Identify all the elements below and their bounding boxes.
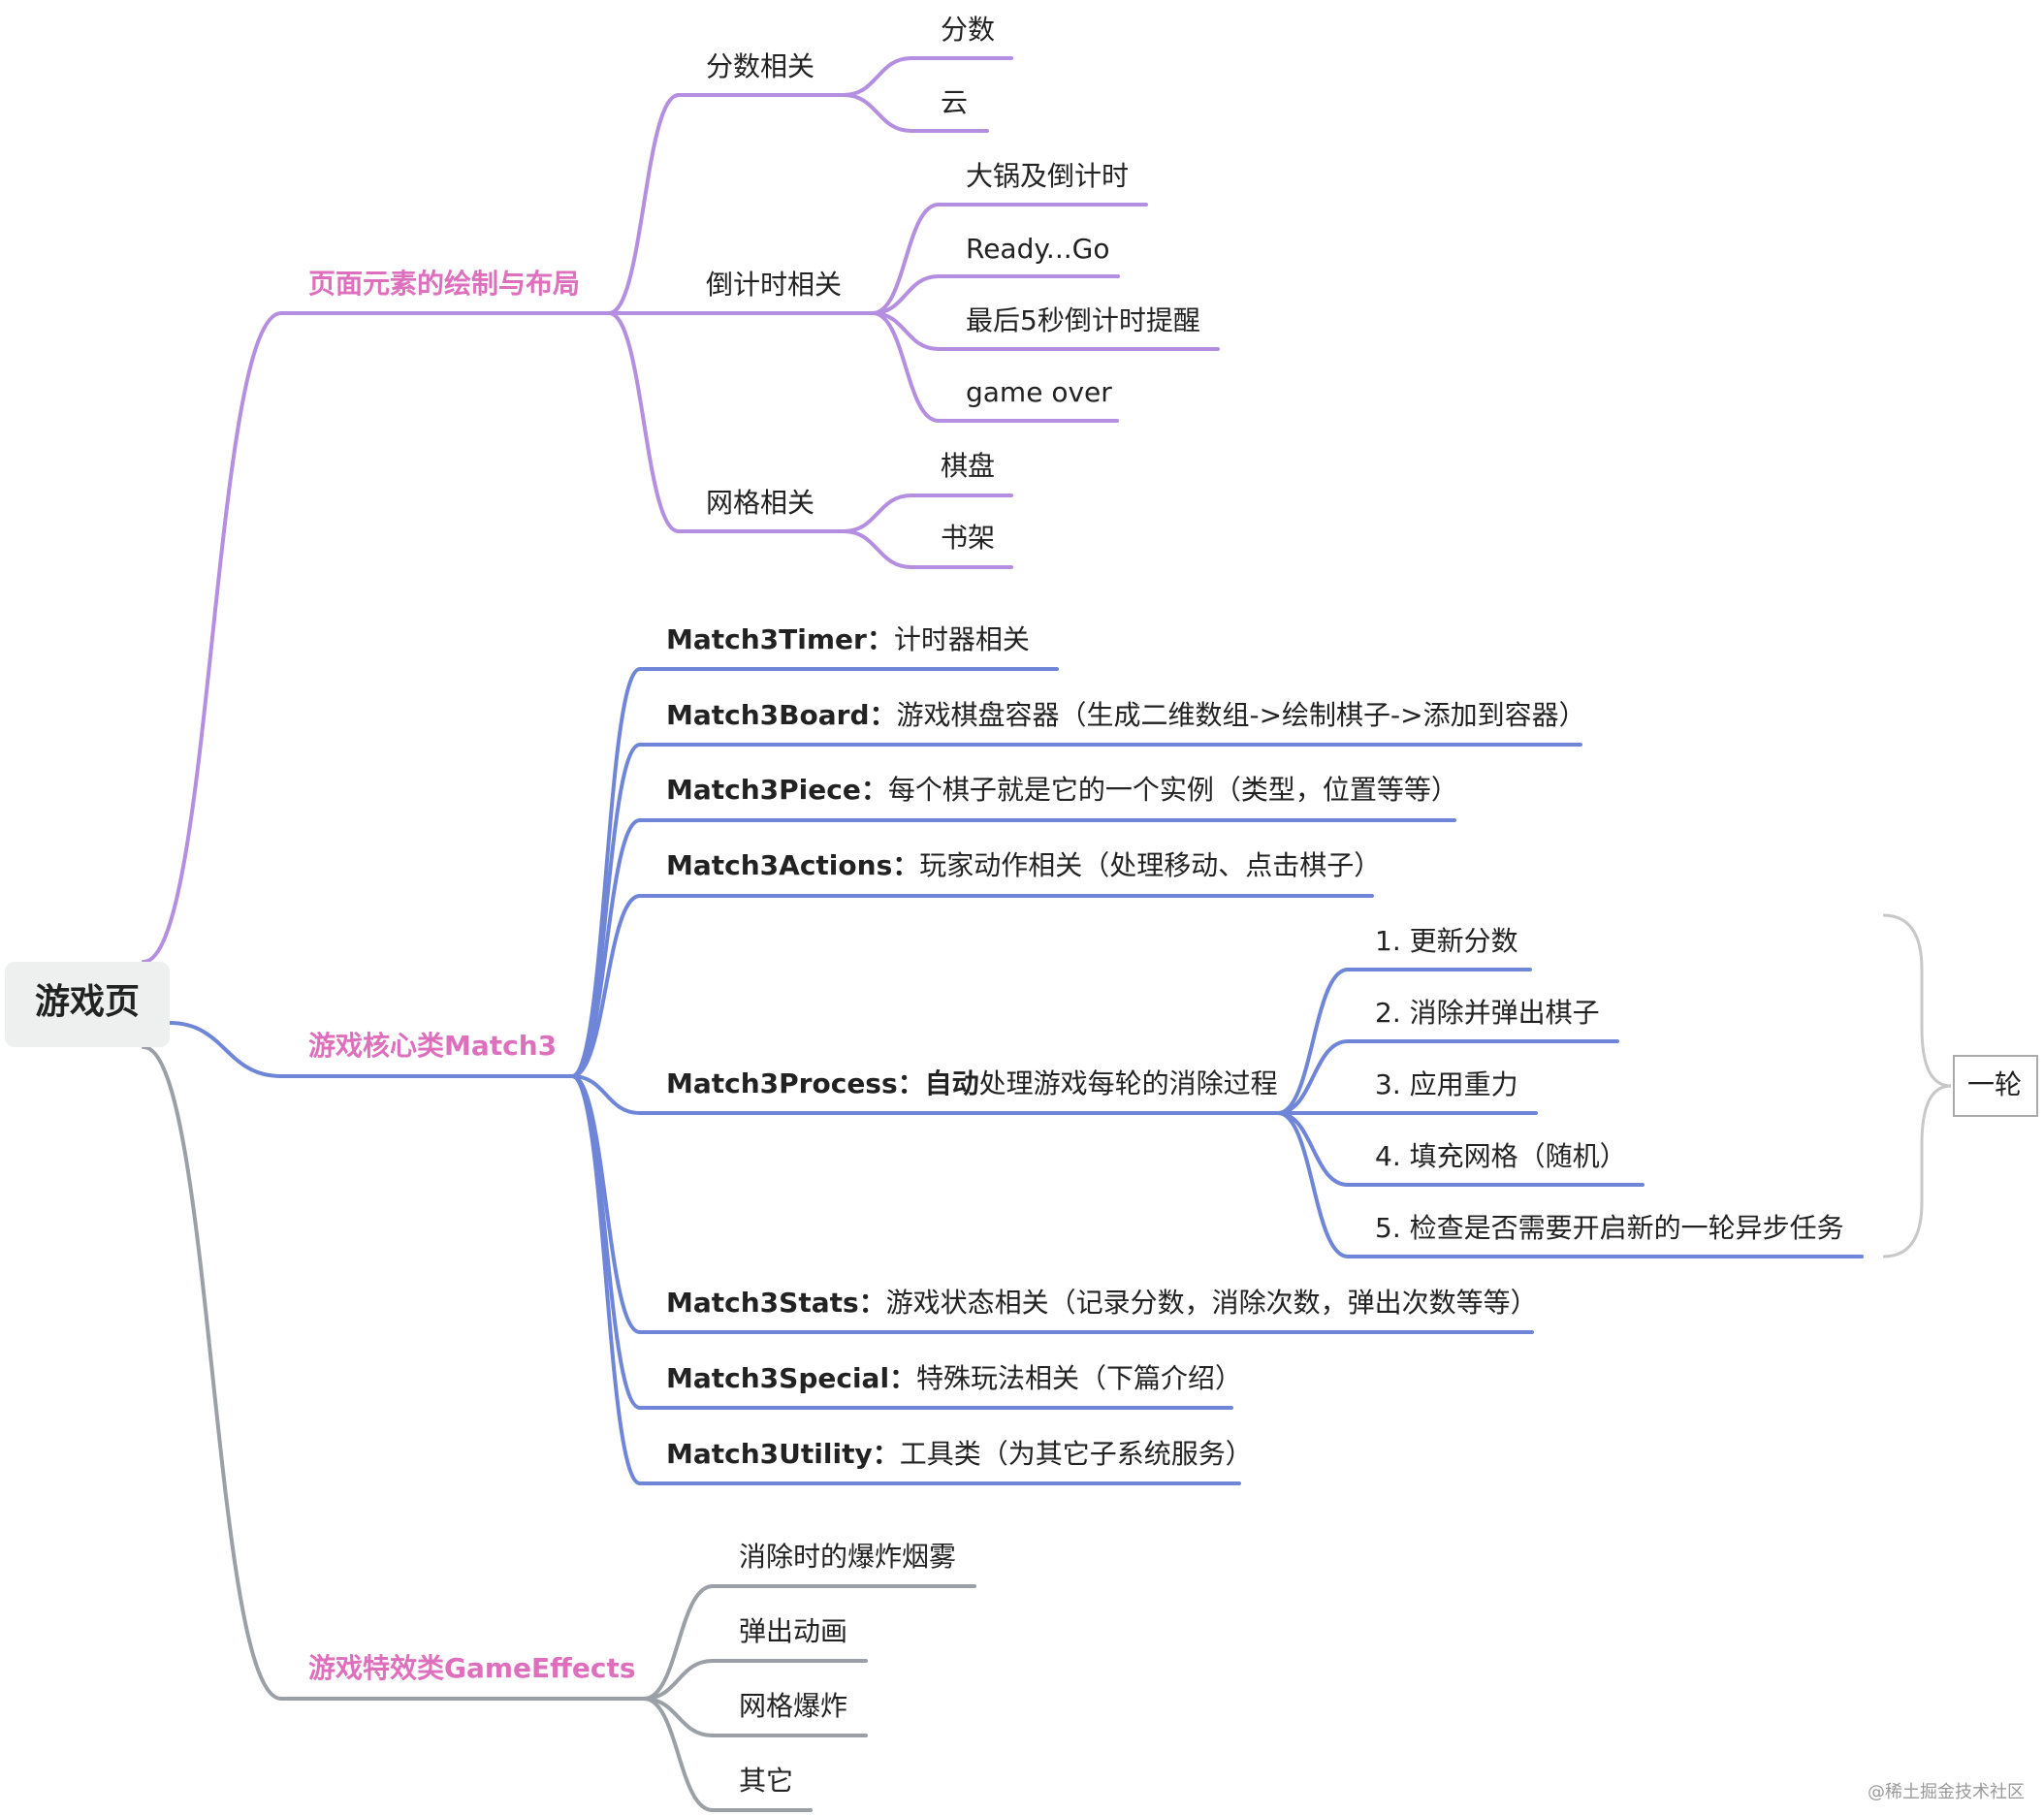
connector-leaf [842,529,913,569]
connector-branch2-item [570,743,642,1078]
branch-game-effects[interactable]: 游戏特效类GameEffects [308,1652,636,1684]
leaf-score[interactable]: 分数 [941,14,996,46]
item-desc: 每个棋子就是它的一个实例（类型，位置等等） [887,774,1458,806]
connector-leaf [871,203,941,315]
leaf-last5s[interactable]: 最后5秒倒计时提醒 [966,304,1200,336]
leaf-bookshelf[interactable]: 书架 [941,522,996,554]
connector-branch2-item [570,667,642,1078]
connector-branch1-group [607,311,681,533]
item-name: Match3Actions： [666,849,920,881]
item-desc: 特殊玩法相关（下篇介绍） [916,1362,1243,1394]
connector-branch2-item [570,1074,642,1485]
item-match3board[interactable]: Match3Board：游戏棋盘容器（生成二维数组->绘制棋子->添加到容器） [666,702,1586,729]
item-name: Match3Utility： [666,1438,900,1470]
item-match3piece[interactable]: Match3Piece：每个棋子就是它的一个实例（类型，位置等等） [666,777,1458,804]
leaf-cloud[interactable]: 云 [941,86,969,118]
group-score[interactable]: 分数相关 [706,50,815,82]
connector-leaf [871,274,941,315]
connector-branch2-item [570,1074,642,1115]
connector-process-step [1276,1111,1350,1187]
item-match3timer[interactable]: Match3Timer：计时器相关 [666,626,1030,653]
connector-leaf [842,56,913,97]
process-step-2[interactable]: 2. 消除并弹出棋子 [1375,997,1600,1029]
effect-grid-explosion[interactable]: 网格爆炸 [739,1690,848,1722]
item-desc: 处理游戏每轮的消除过程 [978,1067,1278,1099]
leaf-pot-countdown[interactable]: 大锅及倒计时 [966,160,1130,192]
connector-branch2-item [570,818,642,1078]
connector-leaf [842,93,913,133]
item-desc-bold: 自动 [924,1067,979,1099]
item-match3special[interactable]: Match3Special：特殊玩法相关（下篇介绍） [666,1365,1242,1392]
connector-branch2-item [570,894,642,1078]
process-step-3[interactable]: 3. 应用重力 [1375,1068,1518,1100]
connector-process-step [1276,1039,1350,1115]
connector-root-branch1 [142,311,283,964]
item-match3stats[interactable]: Match3Stats：游戏状态相关（记录分数，消除次数，弹出次数等等） [666,1290,1538,1317]
group-countdown[interactable]: 倒计时相关 [706,269,843,301]
item-desc: 计时器相关 [893,623,1030,655]
leaf-board[interactable]: 棋盘 [941,450,996,482]
item-match3actions[interactable]: Match3Actions：玩家动作相关（处理移动、点击棋子） [666,852,1381,879]
round-summary-box[interactable] [1953,1055,2038,1117]
item-name: Match3Piece： [666,774,888,806]
item-desc: 玩家动作相关（处理移动、点击棋子） [919,849,1382,881]
connector-process-step [1276,968,1350,1115]
item-name: Match3Board： [666,699,897,731]
connector-branch2-item [570,1074,642,1410]
branch-page-elements[interactable]: 页面元素的绘制与布局 [308,268,581,300]
connector-effect [642,1659,715,1701]
item-name: Match3Process： [666,1067,925,1099]
connector-branch1-group [607,93,681,315]
connector-leaf [842,494,913,533]
item-name: Match3Timer： [666,623,894,655]
process-step-1[interactable]: 1. 更新分数 [1375,925,1518,957]
item-name: Match3Stats： [666,1287,886,1319]
item-match3process[interactable]: Match3Process：自动处理游戏每轮的消除过程 [666,1070,1278,1098]
item-name: Match3Special： [666,1362,917,1394]
branch-match3[interactable]: 游戏核心类Match3 [308,1030,558,1062]
connector-effect [642,1697,715,1812]
item-match3utility[interactable]: Match3Utility：工具类（为其它子系统服务） [666,1441,1253,1468]
root-label: 游戏页 [35,982,141,1022]
connector-process-step [1276,1111,1350,1258]
item-desc: 工具类（为其它子系统服务） [899,1438,1253,1470]
round-bracket [1882,913,1952,1258]
effect-other[interactable]: 其它 [739,1765,794,1797]
effect-explosion-smoke[interactable]: 消除时的爆炸烟雾 [739,1541,957,1573]
leaf-ready-go[interactable]: Ready...Go [966,233,1110,265]
group-grid[interactable]: 网格相关 [706,487,815,519]
process-step-4[interactable]: 4. 填充网格（随机） [1375,1140,1627,1172]
leaf-game-over[interactable]: game over [966,376,1112,408]
connector-leaf [871,311,941,423]
item-desc: 游戏棋盘容器（生成二维数组->绘制棋子->添加到容器） [896,699,1586,731]
process-step-5[interactable]: 5. 检查是否需要开启新的一轮异步任务 [1375,1212,1844,1244]
root-node[interactable] [5,962,170,1047]
connector-root-branch2 [168,1021,283,1078]
connector-root-branch3 [142,1045,283,1701]
watermark: @稀土掘金技术社区 [1868,1782,2025,1802]
round-summary-label: 一轮 [1967,1068,2023,1100]
item-desc: 游戏状态相关（记录分数，消除次数，弹出次数等等） [885,1287,1538,1319]
effect-pop-animation[interactable]: 弹出动画 [739,1615,848,1647]
connector-effect [642,1584,715,1701]
